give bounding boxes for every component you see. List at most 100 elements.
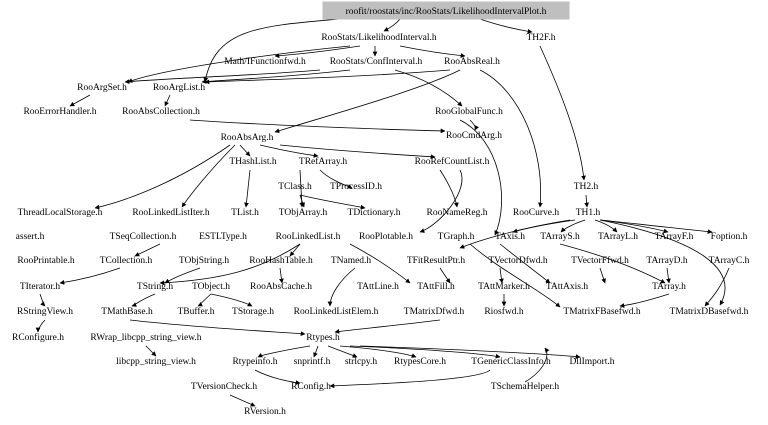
node-tstring[interactable]: TString.h — [137, 282, 173, 292]
node-tmatrixdfwd[interactable]: TMatrixDfwd.h — [404, 306, 465, 317]
node-rooabscache[interactable]: RooAbsCache.h — [250, 282, 312, 292]
dependency-edge — [289, 243, 301, 257]
node-threadlocalstorage[interactable]: ThreadLocalStorage.h — [18, 208, 103, 218]
node-rooargset[interactable]: RooArgSet.h — [77, 83, 127, 93]
node-taxis[interactable]: TAxis.h — [495, 232, 525, 242]
dependency-edge — [189, 119, 446, 134]
node-rooplotable[interactable]: RooPlotable.h — [359, 232, 413, 242]
node-roohashtable[interactable]: RooHashTable.h — [249, 256, 313, 266]
dependency-edge — [94, 144, 231, 210]
dependency-edge — [399, 45, 466, 58]
node-th1[interactable]: TH1.h — [576, 208, 601, 218]
node-roocurve[interactable]: RooCurve.h — [513, 208, 559, 218]
node-tseqcollection[interactable]: TSeqCollection.h — [110, 232, 177, 242]
node-tattline[interactable]: TAttLine.h — [357, 282, 399, 292]
dependency-edge — [599, 219, 713, 234]
dependency-edge — [599, 219, 669, 234]
node-rconfigure[interactable]: RConfigure.h — [12, 332, 64, 343]
node-tgenericclassinfo[interactable]: TGenericClassInfo.h — [471, 356, 551, 367]
node-rtypes[interactable]: Rtypes.h — [306, 333, 340, 343]
node-tarrayf[interactable]: TArrayF.h — [655, 232, 694, 242]
node-rconfig[interactable]: RConfig.h — [291, 381, 331, 392]
node-ifunctionfwd[interactable]: Math/IFunctionfwd.h — [224, 56, 306, 67]
node-dllimport[interactable]: DllImport.h — [569, 357, 614, 367]
node-roolinkedlist[interactable]: RooLinkedList.h — [276, 232, 341, 242]
node-rtypeinfo[interactable]: Rtypeinfo.h — [232, 356, 277, 367]
node-rstringview[interactable]: RStringView.h — [17, 307, 73, 317]
node-tobjarray[interactable]: TObjArray.h — [279, 208, 328, 218]
dependency-edge — [299, 194, 305, 208]
node-tbuffer[interactable]: TBuffer.h — [177, 306, 214, 317]
node-rooglobalfunc[interactable]: RooGlobalFunc.h — [435, 107, 503, 117]
node-libcpp-string-view[interactable]: libcpp_string_view.h — [116, 357, 196, 367]
node-tarray[interactable]: TArray.h — [652, 282, 686, 292]
node-tprocessid[interactable]: TProcessID.h — [330, 182, 382, 192]
node-estltype[interactable]: ESTLType.h — [199, 232, 247, 242]
node-snprintf[interactable]: snprintf.h — [294, 356, 331, 367]
node-tvectordfwd[interactable]: TVectorDfwd.h — [488, 255, 548, 266]
node-confinterval[interactable]: RooStats/ConfInterval.h — [330, 56, 423, 67]
node-tarrayd[interactable]: TArrayD.h — [646, 256, 687, 266]
node-tobject[interactable]: TObject.h — [192, 282, 230, 292]
node-rversion[interactable]: RVersion.h — [244, 407, 286, 417]
node-tattmarker[interactable]: TAttMarker.h — [478, 282, 530, 292]
node-roolinkedlistiter[interactable]: RooLinkedListIter.h — [132, 208, 210, 218]
node-tmathbase[interactable]: TMathBase.h — [101, 307, 153, 317]
node-tmatrixfbasefwd[interactable]: TMatrixFBasefwd.h — [563, 306, 641, 317]
node-tversioncheck[interactable]: TVersionCheck.h — [191, 382, 257, 392]
node-tfitresultptr[interactable]: TFitResultPtr.h — [407, 256, 466, 266]
dependency-edge — [512, 219, 576, 234]
node-riosfwd[interactable]: Riosfwd.h — [484, 306, 524, 317]
node-rooabscollection[interactable]: RooAbsCollection.h — [122, 107, 200, 117]
node-th2[interactable]: TH2.h — [574, 182, 599, 192]
dependency-edge — [349, 345, 501, 359]
node-rooerrorhandler[interactable]: RooErrorHandler.h — [23, 107, 96, 117]
node-strlcpy[interactable]: strlcpy.h — [345, 357, 378, 367]
node-roolinkedlistelem[interactable]: RooLinkedListElem.h — [294, 307, 379, 317]
node-tschemahelper[interactable]: TSchemaHelper.h — [491, 382, 560, 392]
dependency-edge — [469, 119, 480, 131]
node-tdictionary[interactable]: TDictionary.h — [348, 208, 401, 218]
node-tarrayl[interactable]: TArrayL.h — [598, 232, 638, 242]
dependency-edge — [313, 345, 319, 358]
node-root[interactable]: roofit/roostats/inc/RooStats/LikelihoodI… — [346, 6, 547, 17]
dependency-edge — [704, 267, 730, 307]
node-tgraph[interactable]: TGraph.h — [438, 232, 475, 242]
dependency-edge — [35, 319, 46, 333]
node-assert[interactable]: assert.h — [16, 232, 45, 242]
node-thashlist[interactable]: THashList.h — [229, 157, 276, 167]
dependency-edge — [479, 69, 543, 208]
node-tlist[interactable]: TList.h — [231, 208, 259, 218]
node-tarrays[interactable]: TArrayS.h — [540, 232, 580, 242]
node-th2f[interactable]: TH2F.h — [526, 33, 555, 43]
node-tvectorffwd[interactable]: TVectorFfwd.h — [571, 255, 629, 266]
node-likelihood-interval[interactable]: RooStats/LikelihoodInterval.h — [321, 33, 437, 43]
node-rtypescore[interactable]: RtypesCore.h — [394, 357, 446, 367]
node-tarrayc[interactable]: TArrayC.h — [709, 256, 750, 266]
node-roonamereg[interactable]: RooNameReg.h — [427, 208, 488, 218]
dependency-edge — [334, 319, 441, 334]
dependency-edge — [439, 169, 459, 208]
node-tstorage[interactable]: TStorage.h — [232, 307, 274, 317]
node-foption[interactable]: Foption.h — [711, 232, 748, 242]
node-titerator[interactable]: TIterator.h — [20, 282, 61, 292]
dependency-edge — [560, 219, 586, 233]
node-tmatrixdbasefwd[interactable]: TMatrixDBasefwd.h — [670, 306, 749, 317]
node-trefarray[interactable]: TRefArray.h — [299, 156, 347, 167]
node-tattfill[interactable]: TAttFill.h — [417, 282, 455, 292]
dependency-edge — [469, 243, 561, 308]
node-rwrap-libcpp-string-view[interactable]: RWrap_libcpp_string_view.h — [90, 333, 201, 343]
node-tclass[interactable]: TClass.h — [278, 182, 312, 192]
node-rooabsreal[interactable]: RooAbsReal.h — [444, 57, 500, 67]
node-tnamed[interactable]: TNamed.h — [331, 256, 372, 266]
node-tattaxis[interactable]: TAttAxis.h — [546, 282, 589, 292]
node-roorefcountlist[interactable]: RooRefCountList.h — [415, 156, 490, 167]
dependency-edge — [203, 18, 341, 83]
node-rooarglist[interactable]: RooArgList.h — [153, 83, 206, 93]
dependency-edge — [229, 394, 256, 407]
node-rooabsarg[interactable]: RooAbsArg.h — [221, 133, 274, 143]
node-tobjstring[interactable]: TObjString.h — [179, 256, 229, 266]
node-tcollection[interactable]: TCollection.h — [100, 256, 153, 266]
node-roocmdarg[interactable]: RooCmdArg.h — [446, 131, 502, 141]
node-rooprintable[interactable]: RooPrintable.h — [17, 256, 75, 266]
